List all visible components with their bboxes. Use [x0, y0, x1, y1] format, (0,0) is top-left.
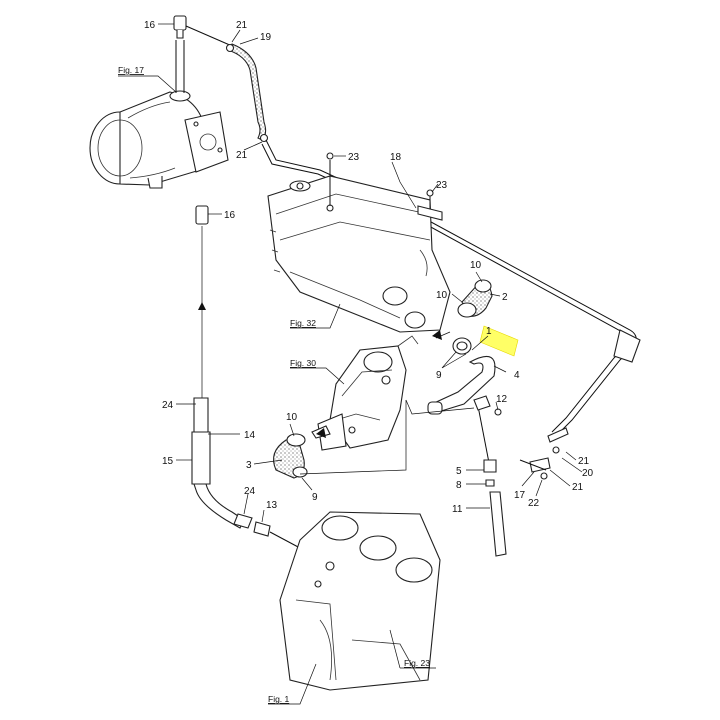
callout: 22 [528, 498, 540, 509]
callout: 2 [502, 292, 508, 303]
callout-labels: 16 21 19 21 23 18 23 16 10 10 2 1 9 4 12… [144, 20, 594, 515]
callout: 8 [456, 480, 462, 491]
water-pump [317, 335, 419, 451]
callout: 19 [260, 32, 272, 43]
figure-ref: Fig. 32 [290, 318, 316, 328]
cylinder-block [279, 511, 441, 691]
callout: 16 [144, 20, 156, 31]
callout: 11 [452, 504, 463, 515]
figure-ref: Fig. 1 [268, 694, 290, 704]
callout: 9 [312, 492, 318, 503]
callout: 23 [348, 152, 360, 163]
figure-ref: Fig. 30 [290, 358, 316, 368]
cylinder-head [267, 175, 451, 333]
hose-3 [273, 433, 308, 479]
callout: 9 [436, 370, 442, 381]
callout: 16 [224, 210, 236, 221]
air-cleaner-assembly [89, 40, 229, 189]
callout: 21 [578, 456, 590, 467]
callout: 21 [572, 482, 584, 493]
figure-references: Fig. 17 Fig. 32 Fig. 30 Fig. 23 Fig. 1 [118, 65, 430, 704]
leader-lines [118, 23, 583, 705]
callout: 17 [514, 490, 526, 501]
pipe-15 [191, 397, 271, 537]
callout: 24 [244, 486, 256, 497]
callout: 14 [244, 430, 256, 441]
highlight-marker [479, 325, 519, 357]
callout: 13 [266, 500, 278, 511]
callout: 10 [470, 260, 482, 271]
figure-ref: Fig. 17 [118, 65, 144, 75]
callout: 21 [236, 20, 248, 31]
breather-hose-19 [227, 43, 267, 141]
callout: 10 [286, 412, 298, 423]
figure-ref: Fig. 23 [404, 658, 430, 668]
callout: 3 [246, 460, 252, 471]
callout: 24 [162, 400, 174, 411]
callout: 15 [162, 456, 174, 467]
callout: 1 [486, 326, 492, 337]
hose-4 [427, 337, 496, 415]
fitting-16-top [173, 15, 187, 39]
callout: 18 [390, 152, 402, 163]
callout: 20 [582, 468, 594, 479]
callout: 23 [436, 180, 448, 191]
callout: 12 [496, 394, 508, 405]
callout: 21 [236, 150, 248, 161]
callout: 10 [436, 290, 448, 301]
elbow-hose-2 [457, 279, 493, 318]
callout: 4 [514, 370, 520, 381]
callout: 5 [456, 466, 462, 477]
